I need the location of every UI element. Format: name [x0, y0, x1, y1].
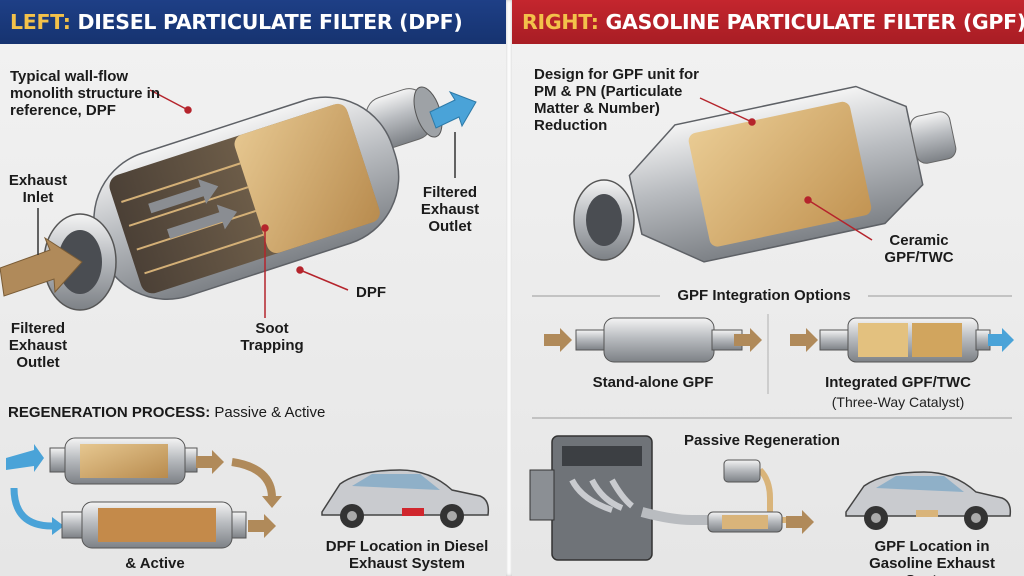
- soot-trapping-label: Soot Trapping: [240, 320, 304, 354]
- gpf-leader-lines: [699, 97, 873, 241]
- flow-arrows-inner: [148, 179, 238, 239]
- exhaust-inlet-arrow-icon: [0, 236, 83, 297]
- passive-regen-gpf-icon: [707, 511, 783, 533]
- ceramic-gpf-twc-label: Ceramic GPF/TWC: [884, 232, 954, 266]
- gpf-panel: RIGHT: GASOLINE PARTICULATE FILTER (GPF): [512, 0, 1024, 576]
- dpf-panel: LEFT: DIESEL PARTICULATE FILTER (DPF): [0, 0, 506, 576]
- gpf-design-label: Design for GPF unit for PM & PN (Particu…: [534, 66, 699, 134]
- standalone-gpf-label: Stand-alone GPF: [592, 374, 714, 391]
- regen-active-unit: [61, 501, 276, 549]
- filtered-outlet-arrow-icon: [429, 90, 477, 129]
- filtered-outlet-label-top: Filtered Exhaust Outlet: [420, 184, 480, 235]
- gpf-illustration: [529, 85, 1014, 561]
- gasoline-car-icon: [845, 471, 1012, 530]
- gpf-banner-title: GASOLINE PARTICULATE FILTER (GPF): [605, 10, 1024, 34]
- dpf-banner-title: DIESEL PARTICULATE FILTER (DPF): [77, 10, 463, 34]
- dpf-location-label: DPF Location in Diesel Exhaust System: [325, 538, 489, 572]
- regeneration-heading: REGENERATION PROCESS: Passive & Active: [8, 404, 325, 421]
- active-regeneration-label: & Active: [125, 555, 185, 572]
- regeneration-title: REGENERATION PROCESS:: [8, 404, 211, 421]
- dpf-canister: [93, 96, 400, 300]
- dpf-label: DPF: [356, 284, 386, 301]
- panel-divider: [506, 0, 512, 576]
- dpf-banner: LEFT: DIESEL PARTICULATE FILTER (DPF): [0, 0, 506, 44]
- integrated-gpf-twc-icon: [790, 317, 1014, 363]
- gpf-inlet-flange: [573, 179, 635, 261]
- gpf-location-label: GPF Location in Gasoline Exhaust System: [869, 538, 995, 576]
- dpf-illustration: [0, 86, 490, 549]
- filtered-outlet-label-bottom: Filtered Exhaust Outlet: [8, 320, 68, 371]
- dpf-leader-lines: [149, 89, 349, 318]
- passive-regeneration-label: Passive Regeneration: [684, 432, 840, 449]
- muffler-icon: [723, 459, 761, 483]
- regen-curve-arrow-left: [10, 487, 53, 530]
- integrated-gpf-twc-label: Integrated GPF/TWC: [825, 374, 971, 391]
- gpf-banner: RIGHT: GASOLINE PARTICULATE FILTER (GPF): [512, 0, 1024, 44]
- regeneration-subtitle: Passive & Active: [214, 404, 326, 421]
- exhaust-inlet-label: Exhaust Inlet: [8, 172, 68, 206]
- gpf-banner-prefix: RIGHT:: [522, 10, 599, 34]
- dpf-banner-prefix: LEFT:: [10, 10, 71, 34]
- standalone-gpf-icon: [544, 317, 762, 363]
- diesel-car-icon: [321, 469, 490, 528]
- integrated-gpf-twc-sublabel: (Three-Way Catalyst): [831, 394, 965, 410]
- engine-icon: [529, 435, 653, 561]
- dpf-structure-label: Typical wall-flow monolith structure in …: [10, 68, 160, 119]
- regen-passive-unit: [6, 437, 224, 485]
- exhaust-pipe: [640, 507, 712, 525]
- regen-curve-arrow-right: [231, 458, 276, 499]
- gpf-integration-title: GPF Integration Options: [677, 287, 851, 304]
